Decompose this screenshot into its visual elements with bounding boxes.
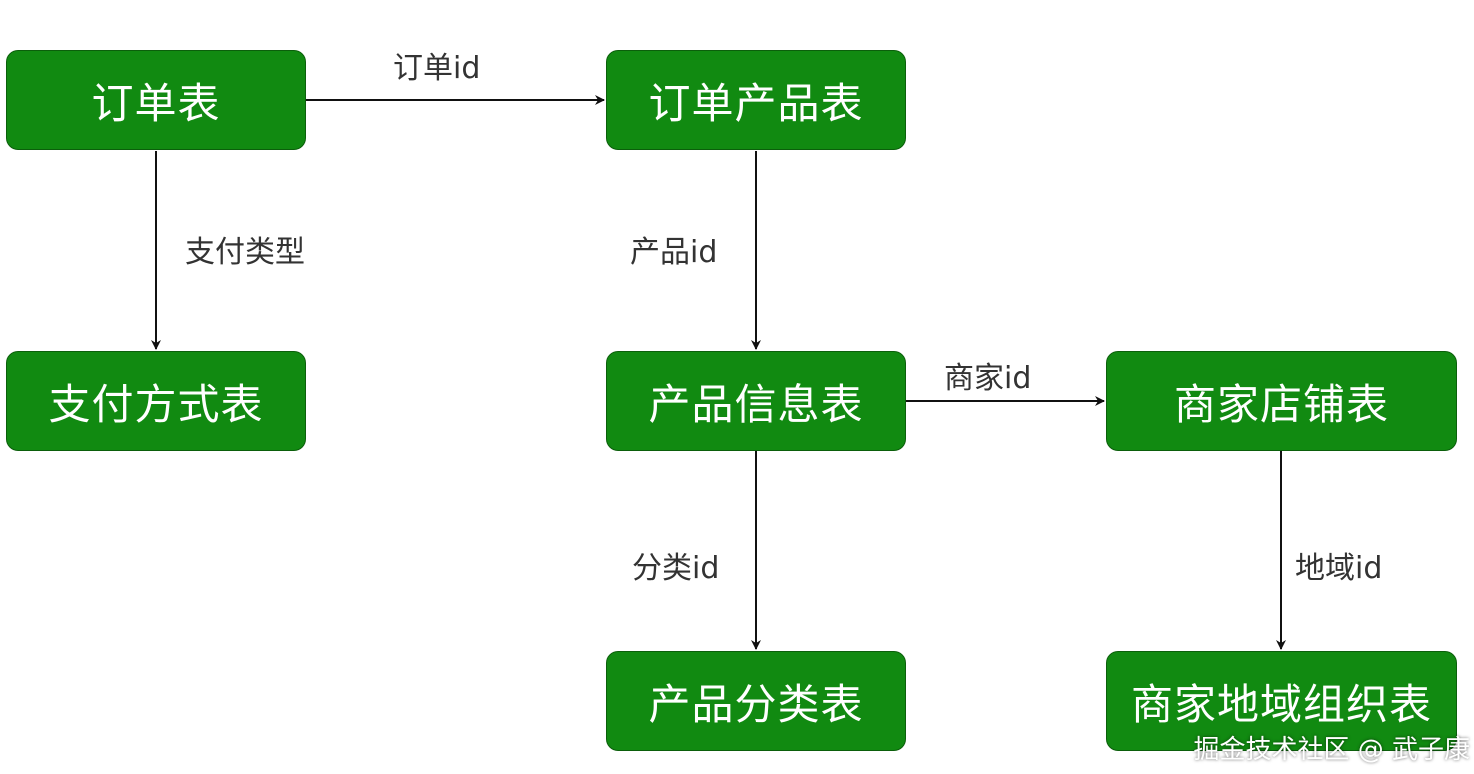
edge-label-payment-type: 支付类型 bbox=[185, 235, 305, 270]
edge-label-order-id: 订单id bbox=[393, 51, 481, 86]
node-merchant-store-table[interactable]: 商家店铺表 bbox=[1106, 351, 1457, 451]
node-product-category-table[interactable]: 产品分类表 bbox=[606, 651, 906, 751]
edge-label-category-id: 分类id bbox=[632, 551, 720, 586]
edge-label-region-id: 地域id bbox=[1295, 551, 1383, 586]
node-payment-method-table[interactable]: 支付方式表 bbox=[6, 351, 306, 451]
edge-label-merchant-id: 商家id bbox=[944, 361, 1032, 396]
node-product-info-table[interactable]: 产品信息表 bbox=[606, 351, 906, 451]
edge-label-product-id: 产品id bbox=[630, 235, 718, 270]
watermark: 掘金技术社区 @ 武子康 bbox=[1193, 735, 1470, 765]
node-order-table[interactable]: 订单表 bbox=[6, 50, 306, 150]
node-merchant-region-table[interactable]: 商家地域组织表 bbox=[1106, 651, 1457, 751]
node-order-product-table[interactable]: 订单产品表 bbox=[606, 50, 906, 150]
